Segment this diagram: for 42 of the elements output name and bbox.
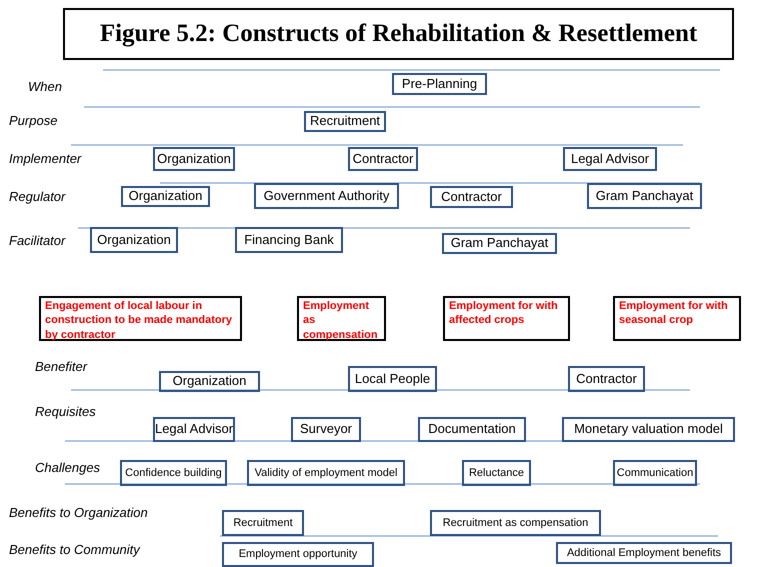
construct-box: Validity of employment model <box>247 460 405 486</box>
construct-box: Documentation <box>418 417 526 442</box>
construct-box: Additional Employment benefits <box>556 542 732 564</box>
measure-box: Engagement of local labour in construction to be made mandatory by contractor <box>39 296 242 341</box>
measure-box: Employment as compensation <box>297 296 386 341</box>
construct-box: Contractor <box>430 186 513 208</box>
construct-box: Organization <box>90 227 178 253</box>
row-label: Implementer <box>9 151 82 166</box>
construct-box: Recruitment as compensation <box>430 510 601 536</box>
construct-box: Employment opportunity <box>222 542 374 567</box>
construct-box: Contractor <box>348 147 418 171</box>
row-label: Benefits to Community <box>9 542 140 557</box>
construct-box: Local People <box>348 366 437 392</box>
construct-box: Organization <box>153 147 235 171</box>
construct-box: Legal Advisor <box>563 147 657 171</box>
construct-box: Recruitment <box>222 510 304 536</box>
row-label: When <box>28 79 62 94</box>
measure-box: Employment for with seasonal crop <box>613 296 741 341</box>
construct-box: Financing Bank <box>235 227 343 253</box>
row-label: Requisites <box>35 404 96 419</box>
construct-box: Government Authority <box>254 183 399 209</box>
construct-box: Contractor <box>568 366 645 392</box>
construct-box: Communication <box>613 460 697 486</box>
row-label: Purpose <box>9 113 58 128</box>
row-label: Benefiter <box>35 359 88 374</box>
construct-box: Organization <box>121 186 210 207</box>
title: Figure 5.2: Constructs of Rehabilitation & Resettlement <box>63 8 734 60</box>
construct-box: Monetary valuation model <box>562 417 735 442</box>
construct-box: Pre-Planning <box>392 73 487 95</box>
construct-box: Surveyor <box>291 417 361 442</box>
measure-box: Employment for with affected crops <box>443 296 570 341</box>
construct-box: Reluctance <box>462 460 531 486</box>
row-label: Facilitator <box>9 233 66 248</box>
row-label: Regulator <box>9 189 66 204</box>
construct-box: Organization <box>159 371 260 392</box>
construct-box: Gram Panchayat <box>442 233 557 254</box>
construct-box: Confidence building <box>120 460 227 486</box>
row-label: Challenges <box>35 460 100 475</box>
row-label: Benefits to Organization <box>9 505 148 520</box>
construct-box: Legal Advisor <box>153 417 235 442</box>
construct-box: Recruitment <box>304 111 386 132</box>
construct-box: Gram Panchayat <box>587 183 702 209</box>
